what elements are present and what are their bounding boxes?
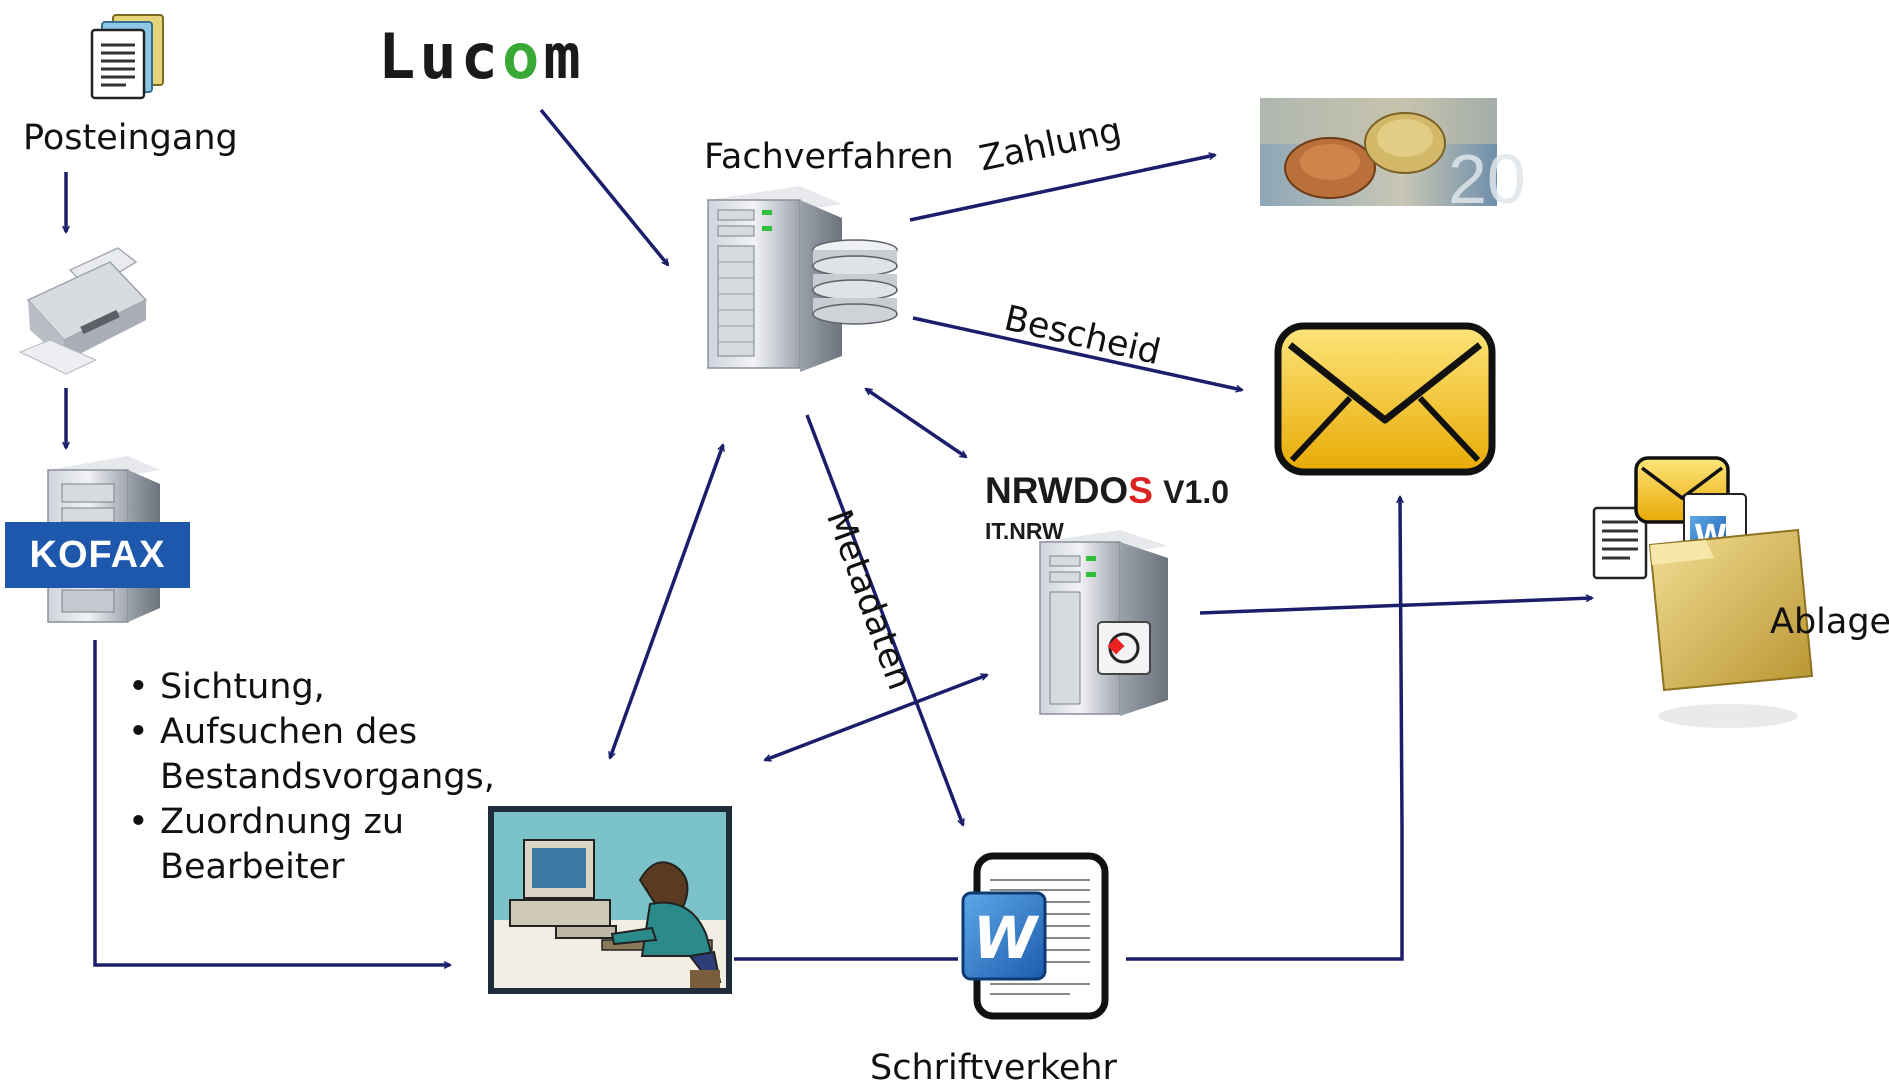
envelope-icon — [1274, 322, 1496, 476]
svg-text:W: W — [973, 904, 1040, 972]
word-document-icon: W — [961, 852, 1109, 1020]
arrow-fachverfahren-workstation — [610, 445, 723, 758]
nrwdos-logo: NRWDOS V1.0 — [985, 470, 1229, 511]
label-ablage: Ablage — [1770, 602, 1889, 642]
arrow-schriftverkehr-envelope — [1126, 497, 1402, 961]
task-list: Sichtung, Aufsuchen desBestandsvorgangs,… — [128, 665, 495, 890]
list-item: Sichtung, — [128, 665, 495, 710]
arrow-fachverfahren-nrwdos — [866, 387, 966, 459]
itnrw-logo: IT.NRW — [985, 518, 1064, 544]
nrwdos-server-icon — [1039, 530, 1168, 716]
documents-icon — [90, 14, 164, 100]
arrow-kofax-workstation — [93, 640, 450, 965]
lucom-logo: Lucom — [378, 20, 585, 93]
arrow-bescheid — [912, 316, 1242, 390]
arrow-zahlung — [909, 155, 1215, 222]
coins-icon: 20 — [1260, 98, 1526, 218]
label-posteingang: Posteingang — [23, 118, 238, 158]
label-schriftverkehr: Schriftverkehr — [870, 1048, 1117, 1088]
scanner-icon — [18, 247, 148, 375]
ablage-folder-icon: W — [1592, 456, 1814, 728]
svg-text:20: 20 — [1448, 140, 1526, 218]
workstation-user-icon — [488, 806, 732, 994]
kofax-logo: KOFAX — [5, 522, 190, 588]
arrow-nrwdos-workstation — [765, 675, 987, 760]
connectors — [66, 108, 1592, 965]
database-server-icon — [707, 186, 898, 372]
arrow-lucom-fachverfahren — [539, 108, 668, 265]
arrow-nrwdos-ablage — [1199, 598, 1592, 615]
label-fachverfahren: Fachverfahren — [704, 137, 954, 177]
